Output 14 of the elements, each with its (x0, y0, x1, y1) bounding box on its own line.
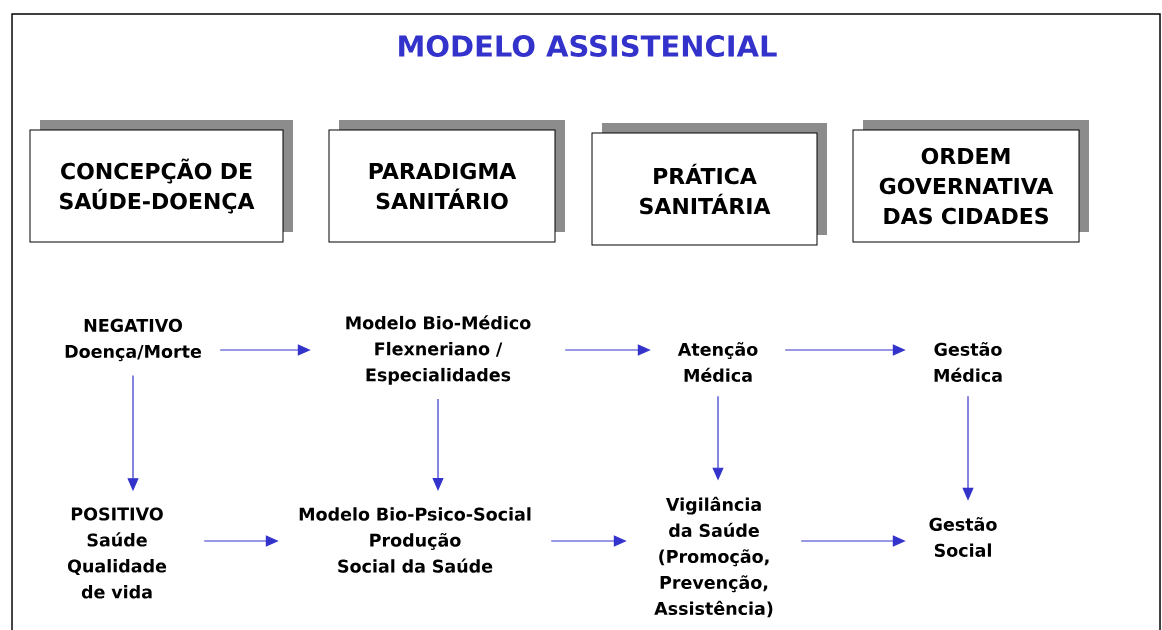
arrow (432, 398, 444, 491)
title: MODELO ASSISTENCIAL (399, 35, 777, 57)
category-box: CONCEPÇÃO DE SAÚDE-DOENÇA (29, 120, 293, 243)
category-box: PARADIGMA SANITÁRIO (328, 120, 565, 243)
node-text: Vigilância da Saúde (Promoção, Prevenção, Assistência) (654, 496, 773, 618)
node-text: POSITIVO Saúde Qualidade de vida (67, 507, 167, 599)
node-text: Modelo Bio-Psico-Social Produção Social da Saúde (299, 507, 531, 573)
node-text: Gestão Médica (934, 342, 1002, 382)
node-text: NEGATIVO Doença/Morte (65, 318, 202, 362)
category-box: PRÁTICA SANITÁRIA (591, 123, 827, 246)
node-text: Gestão Social (929, 517, 997, 557)
category-box: ORDEM GOVERNATIVA DAS CIDADES (852, 120, 1089, 243)
node-text: Modelo Bio-Médico Flexneriano / Especialidades (346, 315, 531, 385)
node-text: Atenção Médica (677, 342, 758, 382)
